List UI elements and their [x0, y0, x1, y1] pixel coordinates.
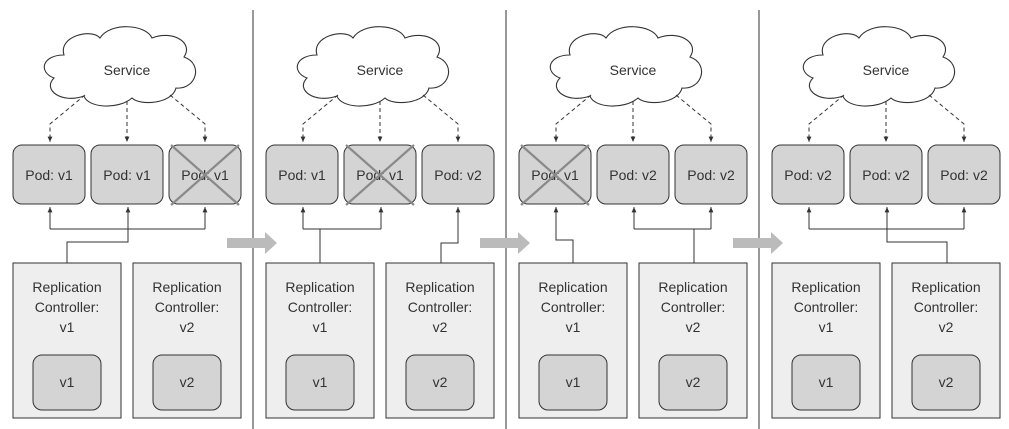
pod-template-label: v2 — [180, 374, 195, 390]
replication-controller-label: Replication — [658, 279, 727, 295]
replication-controller-label: v1 — [819, 319, 834, 335]
replication-controller-label: Replication — [791, 279, 860, 295]
service-to-pod-connector — [300, 94, 339, 142]
pod-template-box — [791, 354, 861, 411]
controller-to-pod-connector — [884, 207, 948, 263]
pod-label: Pod: v1 — [25, 167, 73, 183]
pod-box — [927, 144, 1001, 205]
pod-box — [771, 144, 845, 205]
pod-template-box — [911, 354, 981, 411]
replication-controller-label: Replication — [152, 279, 221, 295]
pod-template-box — [405, 354, 475, 411]
transition-arrow — [733, 232, 783, 254]
pod-label: Pod: v2 — [784, 167, 832, 183]
service-to-pod-connector — [553, 94, 592, 142]
replication-controller-label: Controller: — [541, 299, 606, 315]
replication-controller-label: Replication — [32, 279, 101, 295]
pod-template-box — [32, 354, 102, 411]
replication-controller-label: Controller: — [794, 299, 859, 315]
pod-template-label: v1 — [313, 374, 328, 390]
pod-box — [596, 144, 670, 205]
replication-controller-label: v2 — [433, 319, 448, 335]
pod-template-label: v1 — [60, 374, 75, 390]
transition-arrow — [480, 232, 530, 254]
replication-controller-label: v1 — [60, 319, 75, 335]
service-to-pod-connector — [422, 94, 461, 142]
service-to-pod-connector — [806, 94, 845, 142]
controller-to-pod-connector — [553, 207, 574, 263]
replication-controller-label: Controller: — [914, 299, 979, 315]
pod-template-label: v1 — [819, 374, 834, 390]
service-label: Service — [357, 62, 404, 78]
replication-controller-label: Replication — [405, 279, 474, 295]
service-label: Service — [863, 62, 910, 78]
service-cloud — [43, 26, 197, 107]
pod-template-label: v2 — [939, 374, 954, 390]
replication-controller-label: v2 — [939, 319, 954, 335]
replication-controller-label: v2 — [686, 319, 701, 335]
pod-box — [674, 144, 748, 205]
replication-controller-label: Replication — [285, 279, 354, 295]
pod-label: Pod: v2 — [940, 167, 988, 183]
pod-box — [90, 144, 164, 205]
replication-controller-label: Controller: — [35, 299, 100, 315]
pod-template-box — [538, 354, 608, 411]
service-to-pod-connector — [928, 94, 967, 142]
service-label: Service — [610, 62, 657, 78]
pod-template-label: v1 — [566, 374, 581, 390]
pod-template-box — [152, 354, 222, 411]
replication-controller-label: Controller: — [155, 299, 220, 315]
pod-template-label: v2 — [433, 374, 448, 390]
deleted-cross-mark — [520, 144, 590, 206]
service-cloud — [296, 26, 450, 107]
pod-label: Pod: v2 — [609, 167, 657, 183]
service-label: Service — [104, 62, 151, 78]
controller-to-pod-connector — [66, 207, 131, 263]
pod-label: Pod: v2 — [434, 167, 482, 183]
pod-label: Pod: v2 — [687, 167, 735, 183]
pod-box — [421, 144, 495, 205]
pod-template-label: v2 — [686, 374, 701, 390]
pod-box — [849, 144, 923, 205]
pod-template-box — [658, 354, 728, 411]
replication-controller-label: Controller: — [661, 299, 726, 315]
pod-label: Pod: v2 — [862, 167, 910, 183]
service-to-pod-connector — [169, 94, 208, 142]
transition-arrow — [227, 232, 277, 254]
pod-template-box — [285, 354, 355, 411]
controller-to-pod-connector — [440, 207, 461, 263]
pod-box — [12, 144, 86, 205]
replication-controller-label: v2 — [180, 319, 195, 335]
deleted-cross-mark — [345, 144, 415, 206]
replication-controller-label: v1 — [566, 319, 581, 335]
replication-controller-label: Controller: — [408, 299, 473, 315]
pod-box — [265, 144, 339, 205]
replication-controller-label: Controller: — [288, 299, 353, 315]
service-to-pod-connector — [47, 94, 86, 142]
replication-controller-label: v1 — [313, 319, 328, 335]
pod-label: Pod: v1 — [103, 167, 151, 183]
replication-controller-label: Replication — [538, 279, 607, 295]
service-cloud — [549, 26, 703, 107]
pod-label: Pod: v1 — [278, 167, 326, 183]
service-to-pod-connector — [675, 94, 714, 142]
service-cloud — [802, 26, 956, 107]
deleted-cross-mark — [170, 144, 240, 206]
replication-controller-label: Replication — [911, 279, 980, 295]
